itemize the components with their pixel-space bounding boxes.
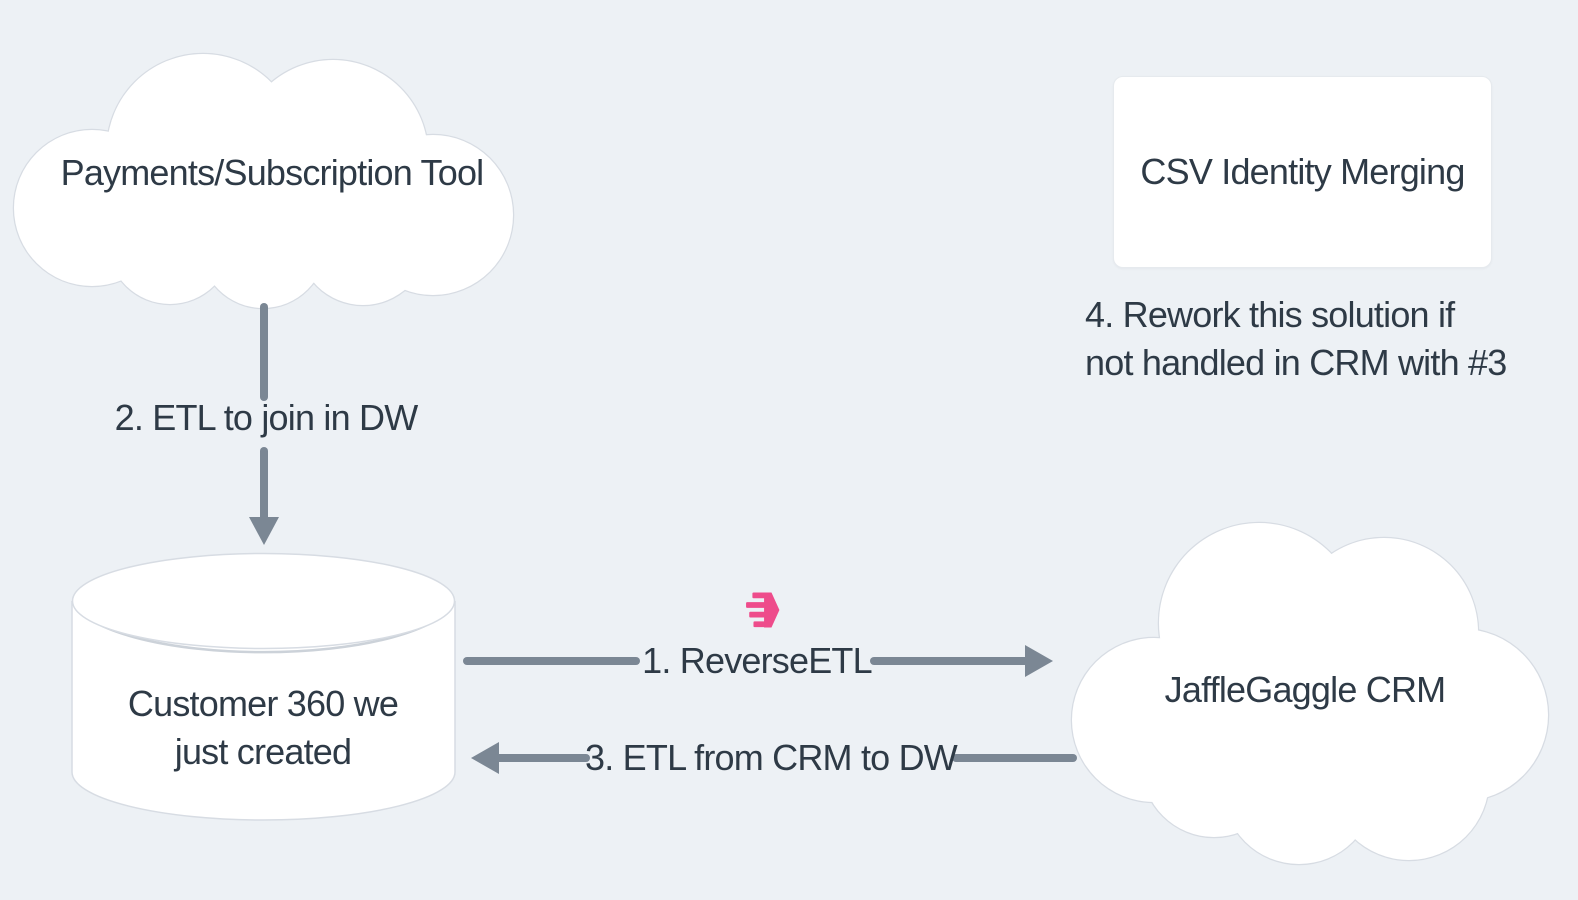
rework-note-line1: 4. Rework this solution if [1085, 294, 1455, 335]
customer-db-label-line1: Customer 360 we [127, 683, 399, 724]
edge-etl-to-dw-label: 2. ETL to join in DW [114, 397, 419, 438]
arrowhead-right-icon [1025, 645, 1053, 677]
csv-identity-merging-card: CSV Identity Merging [1113, 76, 1492, 268]
payments-cloud-label: Payments/Subscription Tool [60, 152, 485, 193]
customer-db-cylinder-shape [71, 552, 456, 821]
edge-lines [249, 303, 1077, 774]
edge-etl-from-crm-label: 3. ETL from CRM to DW [585, 737, 958, 778]
customer-db-label-line2: just created [174, 731, 352, 772]
customer-db-label: Customer 360 we just created [127, 680, 399, 776]
arrowhead-left-icon [471, 742, 499, 774]
hightouch-logo-icon [746, 592, 780, 628]
csv-card-label: CSV Identity Merging [1140, 151, 1465, 192]
rework-note: 4. Rework this solution if not handled i… [1085, 291, 1507, 387]
edge-reverse-etl-label: 1. ReverseETL [642, 640, 873, 681]
crm-cloud-label: JaffleGaggle CRM [1164, 669, 1446, 710]
arrowhead-down-icon [249, 517, 279, 545]
rework-note-line2: not handled in CRM with #3 [1085, 342, 1507, 383]
